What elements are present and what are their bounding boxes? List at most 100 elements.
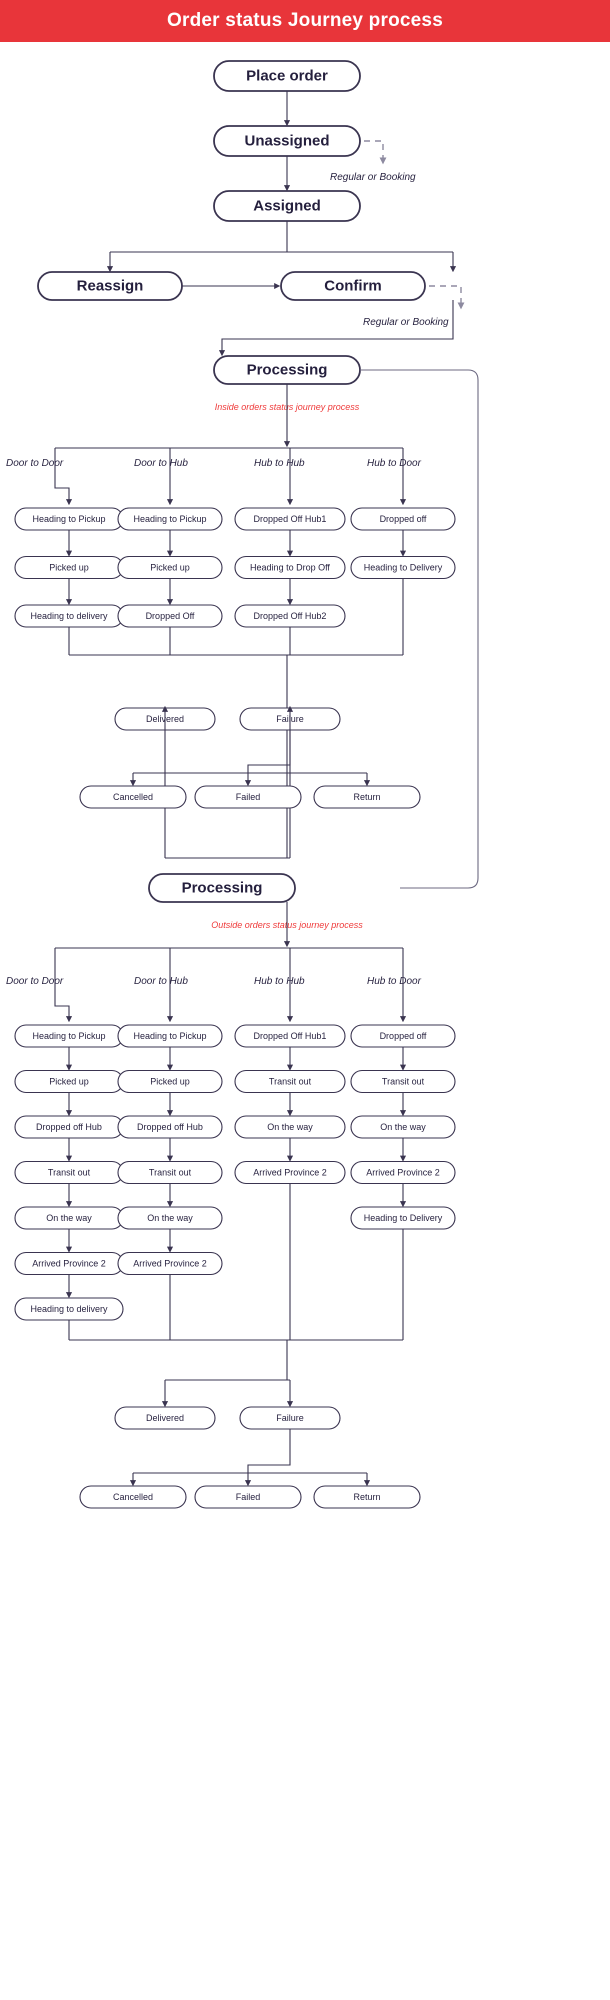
flow-node-label: Arrived Province 2	[366, 1167, 440, 1177]
inside-lane0-drop	[54, 448, 73, 506]
lane-label-door-to-hub-outside: Door to Hub	[134, 976, 188, 987]
node-place-order[interactable]: Place order	[213, 60, 361, 92]
flow-node-label: Delivered	[146, 1413, 184, 1423]
node-inside-lane0-step1[interactable]: Picked up	[14, 555, 124, 580]
node-inside-lane3-step1[interactable]: Heading to Delivery	[350, 555, 456, 580]
page-title: Order status Journey process	[167, 10, 443, 31]
flow-node-label: Heading to Pickup	[32, 1031, 105, 1041]
connector-assigned-split-bus	[110, 221, 453, 253]
page-banner: Order status Journey process	[0, 0, 610, 42]
node-outside-lane2-step1[interactable]: Transit out	[234, 1069, 346, 1094]
node-inside-cancelled[interactable]: Cancelled	[79, 785, 187, 809]
node-inside-lane3-step0[interactable]: Dropped off	[350, 507, 456, 531]
flow-node-label: Picked up	[49, 1076, 89, 1086]
lane-label-door-to-door-inside: Door to Door	[6, 458, 64, 469]
node-outside-lane1-step1[interactable]: Picked up	[117, 1069, 223, 1094]
flow-node-label: Dropped off	[380, 514, 427, 524]
node-inside-return[interactable]: Return	[313, 785, 421, 809]
flow-node-label: Arrived Province 2	[253, 1167, 327, 1177]
flow-node-label: Transit out	[48, 1167, 91, 1177]
flow-node-label: Dropped off Hub	[137, 1122, 203, 1132]
node-outside-lane0-step0[interactable]: Heading to Pickup	[14, 1024, 124, 1048]
flow-node-label: On the way	[147, 1213, 193, 1223]
flow-node-label: Confirm	[324, 277, 382, 294]
inside-failure-drop	[247, 730, 291, 773]
annotation-regular-or-booking-1: Regular or Booking	[330, 172, 416, 183]
flow-node-label: Heading to Pickup	[133, 514, 206, 524]
node-outside-lane3-step1[interactable]: Transit out	[350, 1069, 456, 1094]
node-outside-lane1-step0[interactable]: Heading to Pickup	[117, 1024, 223, 1048]
node-reassign[interactable]: Reassign	[37, 271, 183, 301]
node-outside-lane2-step2[interactable]: On the way	[234, 1115, 346, 1139]
connector-confirm-regular-booking	[429, 285, 465, 310]
flow-node-label: Transit out	[269, 1076, 312, 1086]
flow-node-label: Dropped off	[380, 1031, 427, 1041]
node-outside-lane3-step0[interactable]: Dropped off	[350, 1024, 456, 1048]
outside-lane0-drop	[54, 948, 73, 1023]
lane-label-door-to-hub-inside: Door to Hub	[134, 458, 188, 469]
flow-node-label: Unassigned	[244, 132, 329, 149]
flow-node-label: Failed	[236, 1492, 261, 1502]
node-outside-lane0-step1[interactable]: Picked up	[14, 1069, 124, 1094]
flow-node-label: Failed	[236, 792, 261, 802]
node-confirm[interactable]: Confirm	[280, 271, 426, 301]
node-outside-failed[interactable]: Failed	[194, 1485, 302, 1509]
node-inside-lane1-step1[interactable]: Picked up	[117, 555, 223, 580]
node-outside-lane1-step5[interactable]: Arrived Province 2	[117, 1251, 223, 1276]
flow-node-label: Heading to Pickup	[133, 1031, 206, 1041]
node-outside-lane1-step4[interactable]: On the way	[117, 1206, 223, 1230]
flow-node-label: Assigned	[253, 197, 321, 214]
node-inside-failed[interactable]: Failed	[194, 785, 302, 809]
flow-node-label: Dropped Off Hub2	[254, 611, 327, 621]
node-outside-return[interactable]: Return	[313, 1485, 421, 1509]
node-outside-lane3-step3[interactable]: Arrived Province 2	[350, 1160, 456, 1185]
node-outside-cancelled[interactable]: Cancelled	[79, 1485, 187, 1509]
node-outside-lane0-step2[interactable]: Dropped off Hub	[14, 1115, 124, 1139]
node-outside-lane1-step3[interactable]: Transit out	[117, 1160, 223, 1185]
lane-label-hub-to-hub-inside: Hub to Hub	[254, 458, 305, 469]
node-processing-outside[interactable]: Processing	[148, 873, 296, 903]
flow-node-label: Dropped Off	[146, 611, 195, 621]
flow-node-label: On the way	[267, 1122, 313, 1132]
flow-node-label: Picked up	[150, 1076, 190, 1086]
flow-node-label: Dropped off Hub	[36, 1122, 102, 1132]
node-outside-lane1-step2[interactable]: Dropped off Hub	[117, 1115, 223, 1139]
flow-node-label: Dropped Off Hub1	[254, 1031, 327, 1041]
node-outside-lane0-step5[interactable]: Arrived Province 2	[14, 1251, 124, 1276]
node-processing-inside[interactable]: Processing	[213, 355, 361, 385]
node-outside-lane3-step2[interactable]: On the way	[350, 1115, 456, 1139]
node-outside-lane2-step0[interactable]: Dropped Off Hub1	[234, 1024, 346, 1048]
flow-node-label: Arrived Province 2	[133, 1258, 207, 1268]
flow-node-label: Heading to delivery	[30, 611, 108, 621]
node-assigned[interactable]: Assigned	[213, 190, 361, 222]
flow-node-label: Heading to delivery	[30, 1304, 108, 1314]
node-inside-lane1-step0[interactable]: Heading to Pickup	[117, 507, 223, 531]
flow-node-label: Reassign	[77, 277, 144, 294]
annotation-regular-or-booking-2: Regular or Booking	[363, 317, 449, 328]
node-inside-lane2-step2[interactable]: Dropped Off Hub2	[234, 604, 346, 628]
flow-node-label: Transit out	[382, 1076, 425, 1086]
node-inside-lane2-step0[interactable]: Dropped Off Hub1	[234, 507, 346, 531]
node-outside-lane3-step4[interactable]: Heading to Delivery	[350, 1206, 456, 1230]
node-inside-lane0-step0[interactable]: Heading to Pickup	[14, 507, 124, 531]
node-unassigned[interactable]: Unassigned	[213, 125, 361, 157]
connector-processing-loop	[360, 369, 479, 889]
flow-node-label: Heading to Pickup	[32, 514, 105, 524]
node-inside-lane1-step2[interactable]: Dropped Off	[117, 604, 223, 628]
node-inside-lane0-step2[interactable]: Heading to delivery	[14, 604, 124, 628]
node-outside-failure[interactable]: Failure	[239, 1406, 341, 1430]
flow-node-label: Cancelled	[113, 792, 153, 802]
node-outside-lane0-step6[interactable]: Heading to delivery	[14, 1297, 124, 1321]
flow-node-label: Dropped Off Hub1	[254, 514, 327, 524]
node-outside-lane0-step4[interactable]: On the way	[14, 1206, 124, 1230]
lane-label-hub-to-door-outside: Hub to Door	[367, 976, 422, 987]
flow-node-label: Cancelled	[113, 1492, 153, 1502]
node-outside-lane2-step3[interactable]: Arrived Province 2	[234, 1160, 346, 1185]
node-inside-lane2-step1[interactable]: Heading to Drop Off	[234, 555, 346, 580]
flow-node-label: Processing	[247, 361, 328, 378]
flow-node-label: Return	[353, 1492, 380, 1502]
node-outside-lane0-step3[interactable]: Transit out	[14, 1160, 124, 1185]
flow-node-label: Heading to Drop Off	[250, 562, 330, 572]
node-outside-delivered[interactable]: Delivered	[114, 1406, 216, 1430]
flow-node-label: Picked up	[150, 562, 190, 572]
